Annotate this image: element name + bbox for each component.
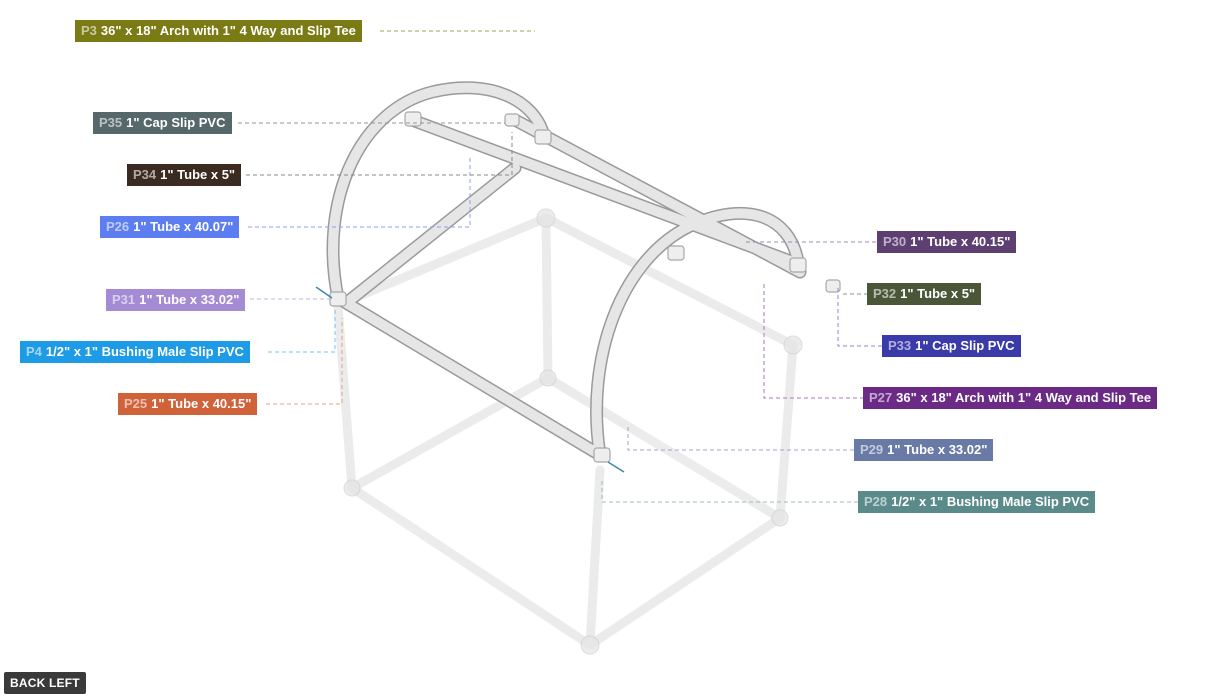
part-id: P32 bbox=[873, 286, 897, 301]
part-id: P33 bbox=[888, 338, 912, 353]
base-joints bbox=[343, 208, 803, 655]
view-back-left-button[interactable]: BACK LEFT bbox=[4, 672, 86, 694]
part-description: 1" Tube x 5" bbox=[900, 286, 976, 301]
part-description: 36" x 18" Arch with 1" 4 Way and Slip Te… bbox=[100, 23, 356, 38]
part-description: 1/2" x 1" Bushing Male Slip PVC bbox=[45, 344, 244, 359]
part-description: 1" Tube x 33.02" bbox=[887, 442, 988, 457]
part-id: P26 bbox=[106, 219, 130, 234]
part-id: P34 bbox=[133, 167, 157, 182]
part-description: 1" Cap Slip PVC bbox=[915, 338, 1015, 353]
part-description: 1" Tube x 40.07" bbox=[133, 219, 234, 234]
part-description: 1" Tube x 5" bbox=[160, 167, 236, 182]
base-frame bbox=[333, 213, 798, 650]
part-id: P30 bbox=[883, 234, 907, 249]
part-description: 1/2" x 1" Bushing Male Slip PVC bbox=[891, 494, 1090, 509]
part-id: P27 bbox=[869, 390, 893, 405]
part-description: 36" x 18" Arch with 1" 4 Way and Slip Te… bbox=[896, 390, 1152, 405]
part-id: P29 bbox=[860, 442, 884, 457]
part-id: P3 bbox=[81, 23, 97, 38]
part-id: P28 bbox=[864, 494, 888, 509]
bushing-arrows bbox=[315, 286, 625, 473]
part-description: 1" Cap Slip PVC bbox=[126, 115, 226, 130]
part-id: P35 bbox=[99, 115, 123, 130]
leader-lines bbox=[238, 30, 882, 503]
part-description: 1" Tube x 33.02" bbox=[139, 292, 240, 307]
part-description: 1" Tube x 40.15" bbox=[151, 396, 252, 411]
top-frame bbox=[326, 81, 807, 462]
part-description: 1" Tube x 40.15" bbox=[910, 234, 1011, 249]
part-id: P25 bbox=[124, 396, 148, 411]
part-id: P4 bbox=[26, 344, 42, 359]
part-id: P31 bbox=[112, 292, 136, 307]
